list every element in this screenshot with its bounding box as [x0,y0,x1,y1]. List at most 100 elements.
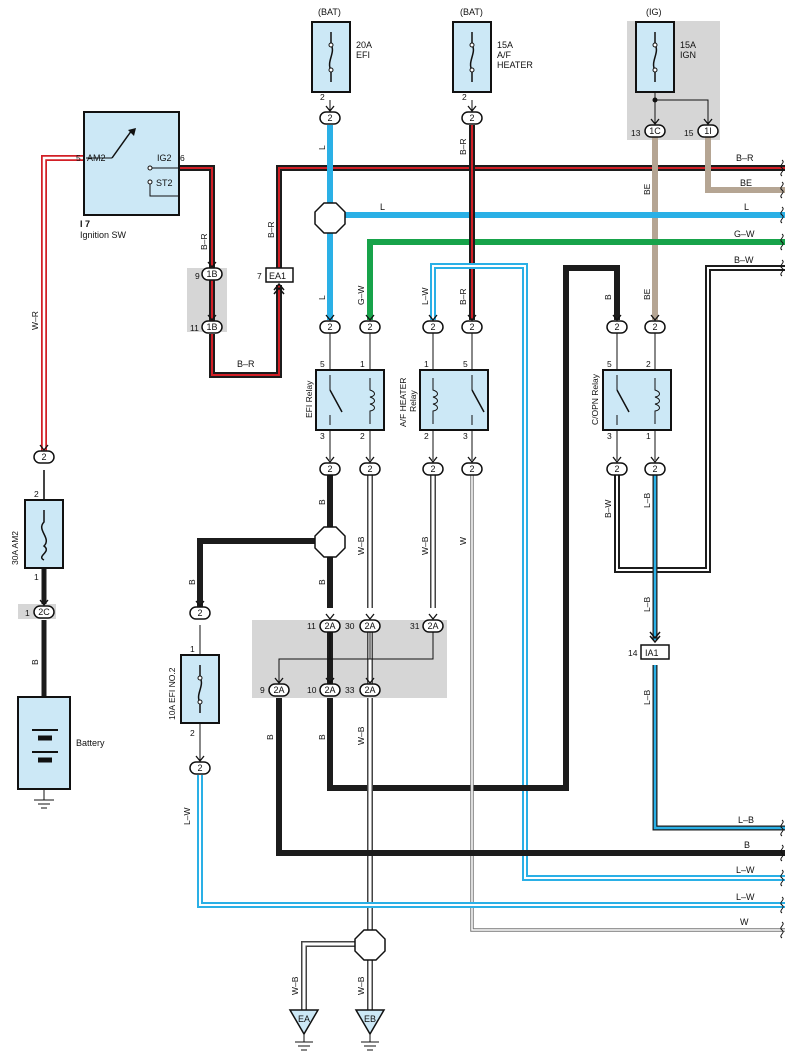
af-fuse-name2: HEATER [497,60,533,70]
fuse-efi-no2 [180,654,220,724]
2a-bot-pin-33: 33 [345,685,355,695]
wl-b-w: B–W [603,500,613,518]
edge-l-b: L–B [738,815,754,825]
pill-copn-relay-1: 2 [644,456,666,476]
af-fuse-name1: A/F [497,50,512,60]
pill-2a-33: 2A [359,677,381,697]
svg-text:2: 2 [469,464,474,474]
splice-w-b [354,929,386,961]
pill-am2-top: 2 [33,444,55,464]
ea1-pin: 7 [257,271,262,281]
wl-b-2: B [317,499,327,505]
2c-pin: 1 [25,608,30,618]
break-mark [780,159,784,177]
ground-ea-label: EA [298,1014,310,1024]
af-relay-p2: 2 [424,431,429,441]
pill-2a-10: 2A [319,677,341,697]
ignition-name: Ignition SW [80,230,127,240]
pill-2a-30: 2A [359,613,381,633]
svg-text:2: 2 [197,763,202,773]
wl-b-r-5: B–R [458,288,468,305]
wl-b-7: B [317,734,327,740]
wl-be-1: BE [642,183,652,195]
af-relay-p5: 5 [463,359,468,369]
wl-g-w: G–W [356,286,366,305]
wire-be [652,135,785,320]
ignition-id: I 7 [80,219,90,229]
pill-copn-relay-5: 2 [606,314,628,334]
wire-w [470,475,785,932]
pill-2c: 2C [33,599,55,619]
svg-text:2: 2 [367,464,372,474]
wl-l-b-2: L–B [642,597,652,612]
ig2-pin: 6 [180,153,185,163]
wl-l-w-1: L–W [420,288,430,305]
pill-af-fuse-out: 2 [461,105,483,125]
copn-relay-p3: 3 [607,431,612,441]
svg-text:2: 2 [327,464,332,474]
svg-text:2: 2 [327,113,332,123]
wire-b-copn [327,265,620,791]
pill-af-relay-3: 2 [461,456,483,476]
ea1-connector [265,267,294,283]
edge-g-w: G–W [734,229,755,239]
wire-l [327,125,785,320]
break-mark [780,819,784,837]
pill-efi-relay-5: 2 [319,314,341,334]
pill-1b-bot: 1B [201,314,223,334]
ign-pin-right: 15 [684,128,694,138]
wl-w-b-2: W–B [420,536,430,555]
wl-b-5: B [30,659,40,665]
wl-b-r-2: B–R [237,359,255,369]
svg-text:1B: 1B [206,322,217,332]
efi-fuse-pin: 2 [320,92,325,102]
bat-left-label: (BAT) [318,7,341,17]
efi-relay-p5: 5 [320,359,325,369]
svg-text:2: 2 [614,322,619,332]
ign-fuse-rating: 15A [680,40,696,50]
pill-efi-no2-top: 2 [189,600,211,620]
break-mark [780,206,784,224]
svg-text:2: 2 [469,322,474,332]
pill-af-relay-5: 2 [461,314,483,334]
break-mark [780,181,784,199]
wire-l-w-2 [197,775,785,908]
efi-relay-p3: 3 [320,431,325,441]
svg-text:2C: 2C [38,607,50,617]
svg-text:2A: 2A [364,685,375,695]
break-mark [780,844,784,862]
wl-b-r-3: B–R [266,221,276,238]
svg-text:2: 2 [367,322,372,332]
af-relay-name1: A/F HEATER [398,378,408,427]
ground-eb-label: EB [364,1014,376,1024]
pill-1b-top: 1B [201,261,223,281]
efi-relay-name: EFI Relay [304,380,314,418]
wire-break-marks [780,159,784,939]
st2-label: ST2 [156,178,173,188]
efi-no2-pin-top: 1 [190,644,195,654]
pill-copn-relay-3: 2 [606,456,628,476]
svg-text:2: 2 [430,322,435,332]
2a-internal-links [278,632,434,685]
ignition-switch [83,111,180,216]
svg-text:2: 2 [327,322,332,332]
wl-l-3: L [380,202,385,212]
wl-l-b-1: L–B [642,493,652,508]
break-mark [780,233,784,251]
ig-label: (IG) [646,7,662,17]
wire-w-r [41,155,84,500]
svg-text:2: 2 [41,452,46,462]
svg-text:2: 2 [469,113,474,123]
af-relay-name2: Relay [408,390,418,412]
efi-relay-p1: 1 [360,359,365,369]
svg-text:1B: 1B [206,269,217,279]
svg-text:1I: 1I [704,126,712,136]
pill-af-relay-2: 2 [422,456,444,476]
af-fuse-pin: 2 [462,92,467,102]
svg-text:2A: 2A [364,621,375,631]
break-mark [780,896,784,914]
af-relay-p1: 1 [424,359,429,369]
pill-2a-31: 2A [422,613,444,633]
pill-efi-no2-bot: 2 [189,755,211,775]
ign-fuse-name: IGN [680,50,696,60]
